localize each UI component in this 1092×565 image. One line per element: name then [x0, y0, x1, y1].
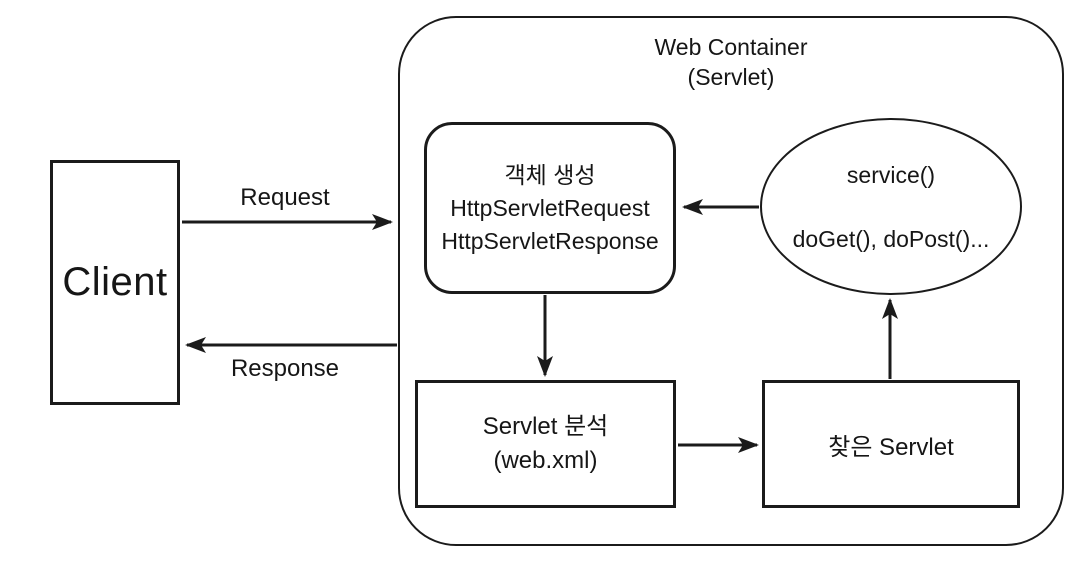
- object-creation-box: 객체 생성 HttpServletRequest HttpServletResp…: [424, 122, 676, 294]
- servlet-analysis-line2: (web.xml): [493, 447, 598, 474]
- response-arrow-label: Response: [230, 355, 340, 382]
- object-creation-line3: HttpServletResponse: [441, 227, 659, 254]
- client-box: Client: [50, 160, 180, 405]
- web-container-title: Web Container (Servlet): [398, 32, 1064, 92]
- object-creation-line2: HttpServletRequest: [450, 194, 650, 221]
- servlet-analysis-line1: Servlet 분석: [482, 413, 609, 440]
- web-container-boundary: [398, 16, 1064, 546]
- request-arrow-label: Request: [240, 184, 330, 211]
- found-servlet-box: 찾은 Servlet: [762, 380, 1020, 508]
- doget-dopost-label: doGet(), doPost()...: [792, 226, 990, 252]
- web-container-title-line2: (Servlet): [687, 64, 775, 90]
- service-ellipse: service() doGet(), doPost()...: [760, 118, 1022, 295]
- found-servlet-label: 찾은 Servlet: [828, 433, 954, 461]
- service-method-label: service(): [846, 162, 936, 188]
- servlet-analysis-box: Servlet 분석 (web.xml): [415, 380, 676, 508]
- object-creation-line1: 객체 생성: [504, 161, 596, 188]
- client-label: Client: [62, 260, 168, 304]
- web-container-title-line1: Web Container: [654, 34, 808, 60]
